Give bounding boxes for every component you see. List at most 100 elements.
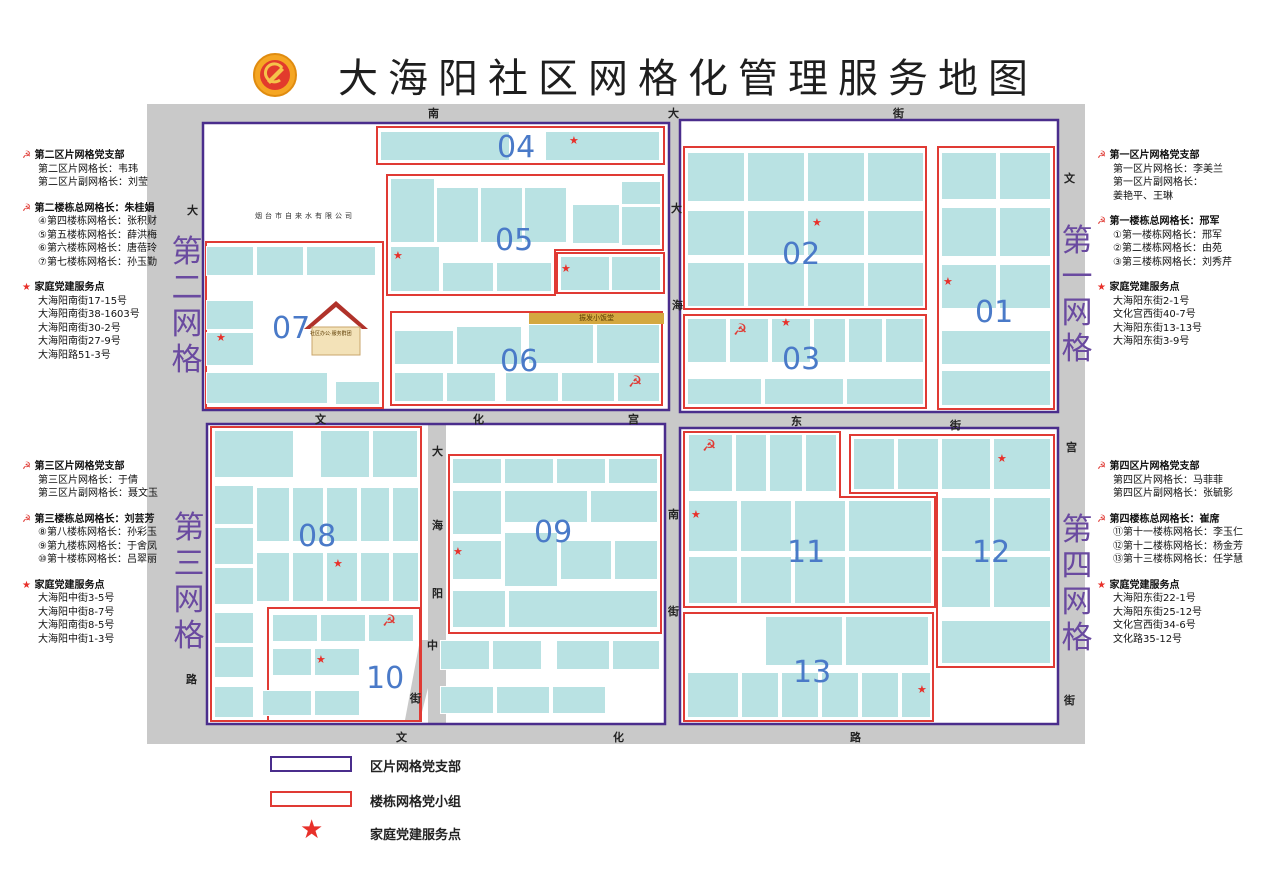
legend: 区片网格党支部 楼栋网格党小组 ★ 家庭党建服务点: [270, 753, 530, 848]
star-icon: ★: [333, 557, 343, 570]
zone-label-3: 第三网格: [173, 510, 205, 654]
building: [360, 487, 390, 542]
restaurant-sign: 振发小饭堂: [529, 313, 664, 324]
building: [505, 372, 559, 402]
building: [740, 556, 792, 604]
deputy-3: 第三区片副网格长：聂文玉: [38, 488, 158, 499]
building: [206, 300, 254, 330]
leader-2: 第二区片网格长：韦玮: [38, 163, 138, 175]
building: [556, 640, 610, 670]
grid-number-04: 04: [497, 130, 536, 165]
building: [781, 672, 819, 718]
party-emblem-icon: [252, 52, 298, 98]
points-head-1: ★ 家庭党建服务点: [1097, 282, 1180, 293]
building: [993, 556, 1051, 608]
building: [256, 552, 290, 602]
building: [747, 152, 805, 202]
building: [442, 262, 494, 292]
grid-number-12: 12: [972, 535, 1011, 570]
building: [621, 181, 661, 205]
bldg-leader: ④第四楼栋网格长：张积财: [38, 216, 157, 227]
building: [848, 556, 932, 604]
street-left: 路: [186, 673, 197, 686]
service-point: 大海阳中街1-3号: [38, 633, 115, 645]
building: [740, 500, 792, 552]
building: [807, 262, 865, 307]
star-icon: ★: [561, 262, 571, 275]
building: [765, 616, 843, 666]
building: [528, 324, 594, 364]
building: [368, 614, 414, 642]
deputy-4: 第四区片副网格长：张毓影: [1113, 488, 1233, 499]
building: [214, 612, 254, 644]
building: [941, 264, 997, 309]
building: [496, 262, 552, 292]
building: [314, 648, 360, 676]
zone-label-2: 第二网格: [171, 234, 203, 378]
building: [901, 672, 931, 718]
grid-number-01: 01: [975, 295, 1014, 330]
street-middle: 东: [791, 415, 802, 428]
building: [256, 246, 304, 276]
building: [452, 540, 502, 580]
service-point: 大海阳南街30-2号: [38, 322, 121, 334]
bldg-leader: ⑥第六楼栋网格长：唐蓓玲: [38, 243, 157, 254]
street-left: 大: [187, 204, 198, 217]
points-head-4: ★ 家庭党建服务点: [1097, 579, 1180, 591]
service-point: 大海阳南街17-15号: [38, 295, 128, 307]
points-head-2: ★ 家庭党建服务点: [22, 282, 105, 293]
building: [214, 686, 254, 718]
grid-number-11: 11: [787, 535, 826, 570]
street-middle: 街: [950, 419, 961, 432]
building: [560, 256, 610, 291]
building: [821, 672, 859, 718]
building: [848, 318, 883, 363]
building: [993, 497, 1051, 552]
star-icon: ★: [569, 134, 579, 147]
building: [561, 372, 615, 402]
building: [687, 318, 727, 363]
building: [941, 330, 1051, 365]
building: [560, 540, 612, 580]
star-icon: ★: [943, 275, 953, 288]
building: [853, 438, 895, 490]
building: [735, 434, 767, 492]
left-panel-lower: ☭ 第三区片网格党支部 第三区片网格长：于倩 第三区片副网格长：聂文玉 ☭ 第三…: [22, 460, 182, 646]
building: [452, 490, 502, 535]
building: [392, 552, 419, 602]
building: [848, 500, 932, 552]
points-head-3: ★ 家庭党建服务点: [22, 579, 105, 591]
building: [436, 187, 479, 243]
grid-number-08: 08: [298, 519, 337, 554]
street-center: 街: [410, 692, 421, 705]
leader-1: 第一区片网格长：李美兰: [1113, 163, 1223, 175]
water-company-label: 烟台市自来水有限公司: [255, 212, 355, 220]
building: [214, 527, 254, 565]
building: [392, 487, 419, 542]
bldg-head-2: ☭ 第二楼栋总网格长：朱桂娟: [22, 202, 155, 214]
deputy-names-1: 姜艳平、王琳: [1113, 190, 1173, 202]
street-bottom: 化: [613, 731, 624, 744]
bldg-leader: ⑤第五楼栋网格长：薛洪梅: [38, 229, 157, 241]
building: [504, 490, 588, 523]
building: [687, 262, 745, 307]
building: [326, 487, 358, 542]
building: [206, 372, 328, 404]
street-middle: 宫: [628, 413, 639, 426]
building: [611, 256, 661, 291]
building: [360, 552, 390, 602]
building: [614, 540, 658, 580]
street-center: 阳: [432, 587, 443, 600]
building: [206, 246, 254, 276]
service-point: 大海阳路51-3号: [38, 349, 111, 361]
grid-number-10: 10: [366, 661, 405, 696]
street-center: 中: [427, 639, 438, 652]
community-house-icon: [300, 297, 372, 357]
building: [504, 458, 554, 484]
building: [372, 430, 418, 478]
star-icon: ★: [997, 452, 1007, 465]
building: [214, 485, 254, 525]
grid-number-06: 06: [500, 344, 539, 379]
right-panel-lower: ☭ 第四区片网格党支部 第四区片网格长：马菲菲 第四区片副网格长：张毓影 ☭ 第…: [1097, 460, 1265, 646]
deputy-1: 第一区片副网格长：: [1113, 177, 1203, 188]
